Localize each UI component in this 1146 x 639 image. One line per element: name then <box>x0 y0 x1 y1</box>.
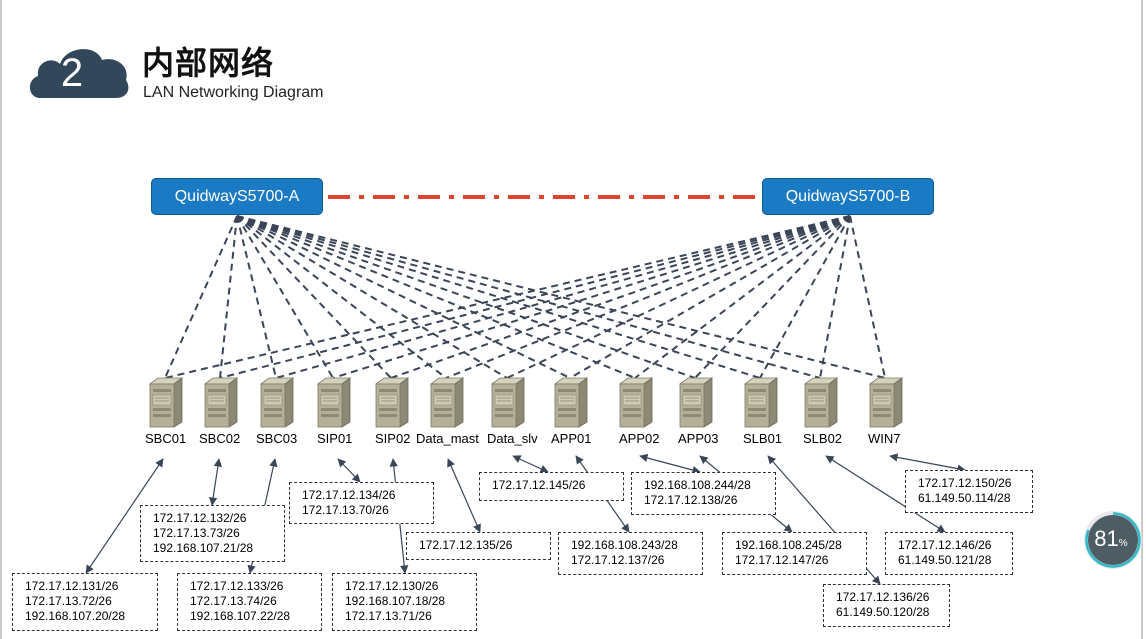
server-sbc01[interactable] <box>146 376 184 428</box>
server-slb02[interactable] <box>801 376 839 428</box>
link-b-win7 <box>849 215 886 379</box>
ip-arrow-data_mast <box>447 458 481 533</box>
link-b-app01 <box>569 215 851 379</box>
link-b-slb02 <box>819 215 851 379</box>
slide-border-left <box>0 0 2 639</box>
link-b-slb01 <box>759 215 851 379</box>
progress-gauge <box>1084 511 1142 569</box>
link-a-slb01 <box>236 215 761 379</box>
link-b-sbc02 <box>219 215 851 379</box>
ip-arrow-sip01 <box>337 458 361 483</box>
server-icon <box>203 377 239 428</box>
server-label-sbc02: SBC02 <box>199 431 241 446</box>
link-b-data_mast <box>445 215 851 379</box>
link-b-app02 <box>634 215 851 379</box>
server-icon <box>618 377 654 428</box>
link-b-app03 <box>694 215 851 379</box>
link-a-sbc01 <box>164 215 238 379</box>
server-icon <box>743 377 779 428</box>
ip-arrow-slb02 <box>825 455 946 533</box>
server-app01[interactable] <box>551 376 589 428</box>
server-icon <box>429 377 465 428</box>
server-sbc03[interactable] <box>257 376 295 428</box>
server-app03[interactable] <box>676 376 714 428</box>
server-label-slb01: SLB01 <box>743 431 783 446</box>
page-subtitle: LAN Networking Diagram <box>143 84 324 101</box>
link-b-sip02 <box>390 215 851 379</box>
link-a-sbc03 <box>236 215 277 379</box>
link-a-sip02 <box>236 215 392 379</box>
server-label-app03: APP03 <box>678 431 719 446</box>
link-b-sbc03 <box>275 215 851 379</box>
server-icon <box>803 377 839 428</box>
ip-arrow-sbc02 <box>208 458 223 506</box>
cloud-icon <box>29 49 129 98</box>
link-a-data_slv <box>236 215 508 379</box>
link-a-win7 <box>236 215 886 379</box>
server-label-app02: APP02 <box>619 431 660 446</box>
server-icon <box>374 377 410 428</box>
server-label-data-slv: Data_slv <box>487 431 538 446</box>
link-b-sip01 <box>332 215 851 379</box>
server-label-sbc03: SBC03 <box>256 431 298 446</box>
server-icon <box>868 377 904 428</box>
server-sbc02[interactable] <box>201 376 239 428</box>
switch-b[interactable]: QuidwayS5700-B <box>762 178 934 215</box>
server-data-mast[interactable] <box>427 376 465 428</box>
server-sip02[interactable] <box>372 376 410 428</box>
server-icon <box>148 377 184 428</box>
server-sip01[interactable] <box>314 376 352 428</box>
link-a-app03 <box>236 215 696 379</box>
ip-box-data-mast: 172.17.12.135/26 <box>406 532 551 560</box>
link-b-sbc01 <box>164 215 851 379</box>
server-icon <box>678 377 714 428</box>
server-icon <box>490 377 526 428</box>
link-a-data_mast <box>236 215 447 379</box>
page-title: 内部网络 <box>142 45 275 81</box>
link-b-data_slv <box>506 215 851 379</box>
link-a-sbc02 <box>219 215 238 379</box>
link-a-slb02 <box>236 215 821 379</box>
server-label-win7: WIN7 <box>868 431 901 446</box>
link-a-app02 <box>236 215 636 379</box>
server-icon <box>259 377 295 428</box>
server-label-sip02: SIP02 <box>375 431 411 446</box>
section-number: 2 <box>60 51 84 95</box>
ip-arrow-data_slv <box>512 455 549 473</box>
server-label-sip01: SIP01 <box>317 431 353 446</box>
server-label-sbc01: SBC01 <box>145 431 187 446</box>
server-slb01[interactable] <box>741 376 779 428</box>
link-a-app01 <box>236 215 571 379</box>
server-app02[interactable] <box>616 376 654 428</box>
server-icon <box>553 377 589 428</box>
server-label-data-mast: Data_mast <box>416 431 479 446</box>
slide-border-right <box>1141 0 1143 639</box>
ip-box-data-slv: 172.17.12.145/26 <box>479 472 624 501</box>
switch-a[interactable]: QuidwayS5700-A <box>151 178 323 215</box>
server-label-app01: APP01 <box>551 431 592 446</box>
gauge-value: 81% <box>1094 526 1128 551</box>
link-a-sip01 <box>236 215 334 379</box>
server-icon <box>316 377 352 428</box>
ip-arrow-win7 <box>889 453 966 473</box>
switch-server-links <box>164 215 886 379</box>
ip-arrow-app02 <box>639 453 701 475</box>
ip-arrow-sbc01 <box>85 458 164 574</box>
server-data-slv[interactable] <box>488 376 526 428</box>
server-win7[interactable] <box>866 376 904 428</box>
server-label-slb02: SLB02 <box>803 431 843 446</box>
